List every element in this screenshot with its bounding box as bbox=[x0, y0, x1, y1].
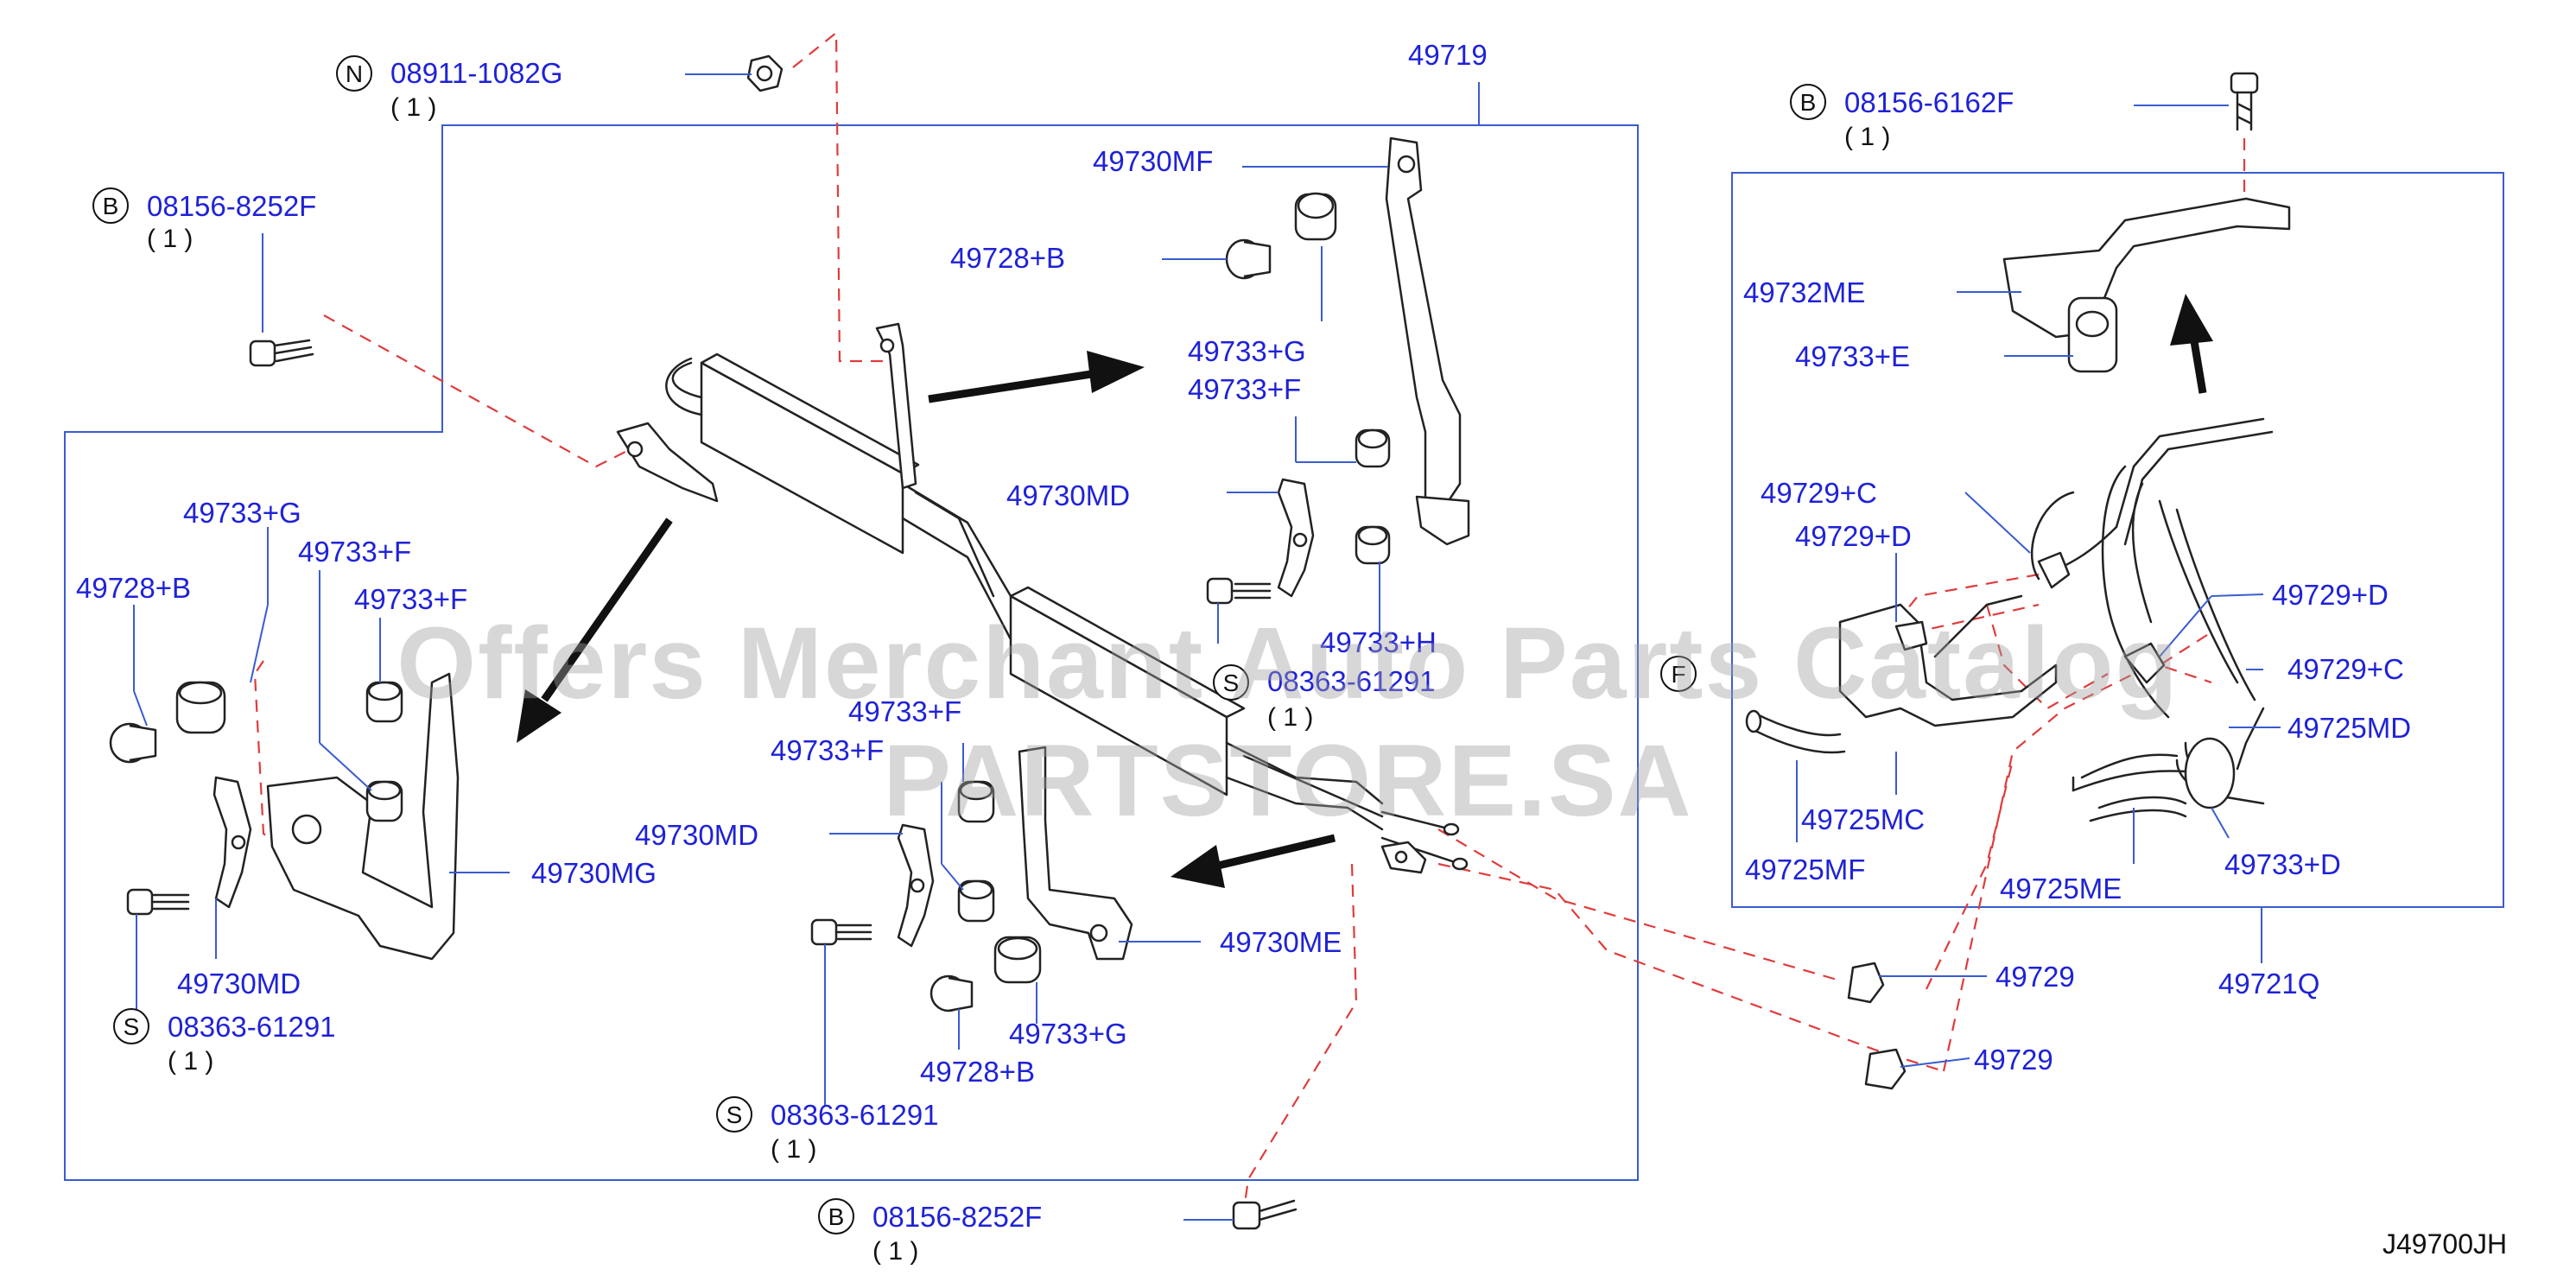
callout-B-08156-8252F-bottom: B 08156-8252F ( 1 ) bbox=[818, 1198, 1042, 1266]
svg-text:B: B bbox=[1800, 89, 1817, 116]
part-label: 49729+D bbox=[1795, 520, 1912, 552]
part-label: 49730MD bbox=[635, 819, 758, 851]
part-label: 49730MG bbox=[531, 857, 657, 889]
part-label: 49729 bbox=[1995, 961, 2075, 993]
part-label: 49732ME bbox=[1743, 276, 1865, 308]
direction-arrows bbox=[517, 294, 2213, 888]
quantity-label: ( 1 ) bbox=[390, 93, 436, 122]
part-label: 49733+F bbox=[771, 734, 884, 766]
svg-text:B: B bbox=[828, 1203, 845, 1230]
part-label: 49725MD bbox=[2287, 712, 2411, 744]
svg-text:B: B bbox=[103, 193, 119, 219]
part-label: 49725ME bbox=[2000, 873, 2122, 904]
part-label: 49728+B bbox=[920, 1056, 1035, 1088]
bracket-49730MG-group bbox=[109, 672, 460, 961]
diagram-code: J49700JH bbox=[2382, 1228, 2508, 1260]
part-label: 49728+B bbox=[76, 572, 191, 604]
part-label: 49729+C bbox=[2287, 653, 2404, 685]
part-label: 49729+D bbox=[2272, 579, 2389, 611]
part-labels: 49730MF 49728+B 49733+G 49733+F 49730MD … bbox=[76, 145, 2411, 1088]
part-label: 49730MD bbox=[177, 968, 301, 1000]
quantity-label: ( 1 ) bbox=[168, 1047, 213, 1076]
svg-text:F: F bbox=[1671, 661, 1685, 688]
reference-marker-F: F bbox=[1660, 656, 1697, 692]
part-label: 49730MF bbox=[1093, 145, 1213, 177]
part-label: 49733+F bbox=[1188, 373, 1301, 405]
part-number-label: 08363-61291 bbox=[771, 1099, 939, 1131]
assembly-label-cooler: 49719 bbox=[1408, 39, 1488, 71]
part-label: 49729 bbox=[1974, 1044, 2053, 1076]
part-label: 49733+E bbox=[1795, 340, 1910, 372]
part-number-label: 08911-1082G bbox=[390, 57, 562, 89]
quantity-label: ( 1 ) bbox=[771, 1135, 816, 1164]
svg-text:N: N bbox=[346, 60, 363, 87]
part-label: 49729+C bbox=[1761, 477, 1877, 509]
part-label: 49733+D bbox=[2224, 848, 2341, 880]
bracket-49730ME-group bbox=[810, 746, 1133, 1012]
part-label: 49733+G bbox=[1009, 1018, 1127, 1050]
bracket-49730MF-group bbox=[1206, 136, 1470, 605]
part-label: 49733+F bbox=[848, 695, 961, 727]
quantity-label: ( 1 ) bbox=[147, 225, 193, 253]
svg-text:S: S bbox=[124, 1013, 140, 1040]
quantity-label: ( 1 ) bbox=[1844, 123, 1890, 151]
quantity-label: ( 1 ) bbox=[1267, 703, 1313, 732]
part-number-label: 08363-61291 bbox=[1267, 665, 1436, 697]
part-label: 49730MD bbox=[1006, 479, 1130, 511]
quantity-label: ( 1 ) bbox=[872, 1237, 918, 1266]
callout-S-08363-61291-left: S 08363-61291 ( 1 ) bbox=[113, 1008, 336, 1076]
part-label: 49733+G bbox=[1188, 335, 1306, 367]
part-label: 49728+B bbox=[950, 242, 1065, 274]
cooler-assembly-boundary bbox=[64, 124, 1639, 1181]
hose-assembly-boundary bbox=[1731, 172, 2504, 908]
assembly-label-hose: 49721Q bbox=[2218, 968, 2319, 1000]
callout-B-08156-8252F-left: B 08156-8252F ( 1 ) bbox=[92, 187, 316, 253]
callout-N-08911-1082G: N 08911-1082G ( 1 ) bbox=[336, 55, 562, 122]
callout-B-08156-6162F: B 08156-6162F ( 1 ) bbox=[1790, 84, 2014, 151]
callout-S-08363-61291-mid: S 08363-61291 ( 1 ) bbox=[1213, 664, 1436, 732]
callout-S-08363-61291-bottom: S 08363-61291 ( 1 ) bbox=[716, 1096, 939, 1164]
part-label: 49725MF bbox=[1745, 854, 1865, 885]
oil-cooler bbox=[616, 322, 1469, 874]
part-label: 49733+H bbox=[1320, 626, 1437, 658]
part-label: 49733+F bbox=[354, 583, 467, 615]
part-number-label: 08156-8252F bbox=[147, 190, 316, 222]
part-label: 49725MC bbox=[1801, 803, 1925, 835]
part-label: 49733+G bbox=[183, 497, 301, 529]
part-number-label: 08156-8252F bbox=[872, 1201, 1042, 1233]
part-label: 49733+F bbox=[298, 536, 411, 568]
reference-dashed-lines bbox=[253, 30, 2246, 1210]
hose-assembly-49721Q bbox=[1745, 197, 2291, 822]
part-number-label: 08363-61291 bbox=[168, 1011, 336, 1043]
svg-text:S: S bbox=[726, 1101, 743, 1128]
svg-text:S: S bbox=[1223, 670, 1240, 696]
part-label: 49730ME bbox=[1220, 926, 1342, 958]
fasteners bbox=[249, 54, 2259, 1230]
leader-lines bbox=[133, 73, 2281, 1221]
part-number-label: 08156-6162F bbox=[1844, 86, 2014, 118]
